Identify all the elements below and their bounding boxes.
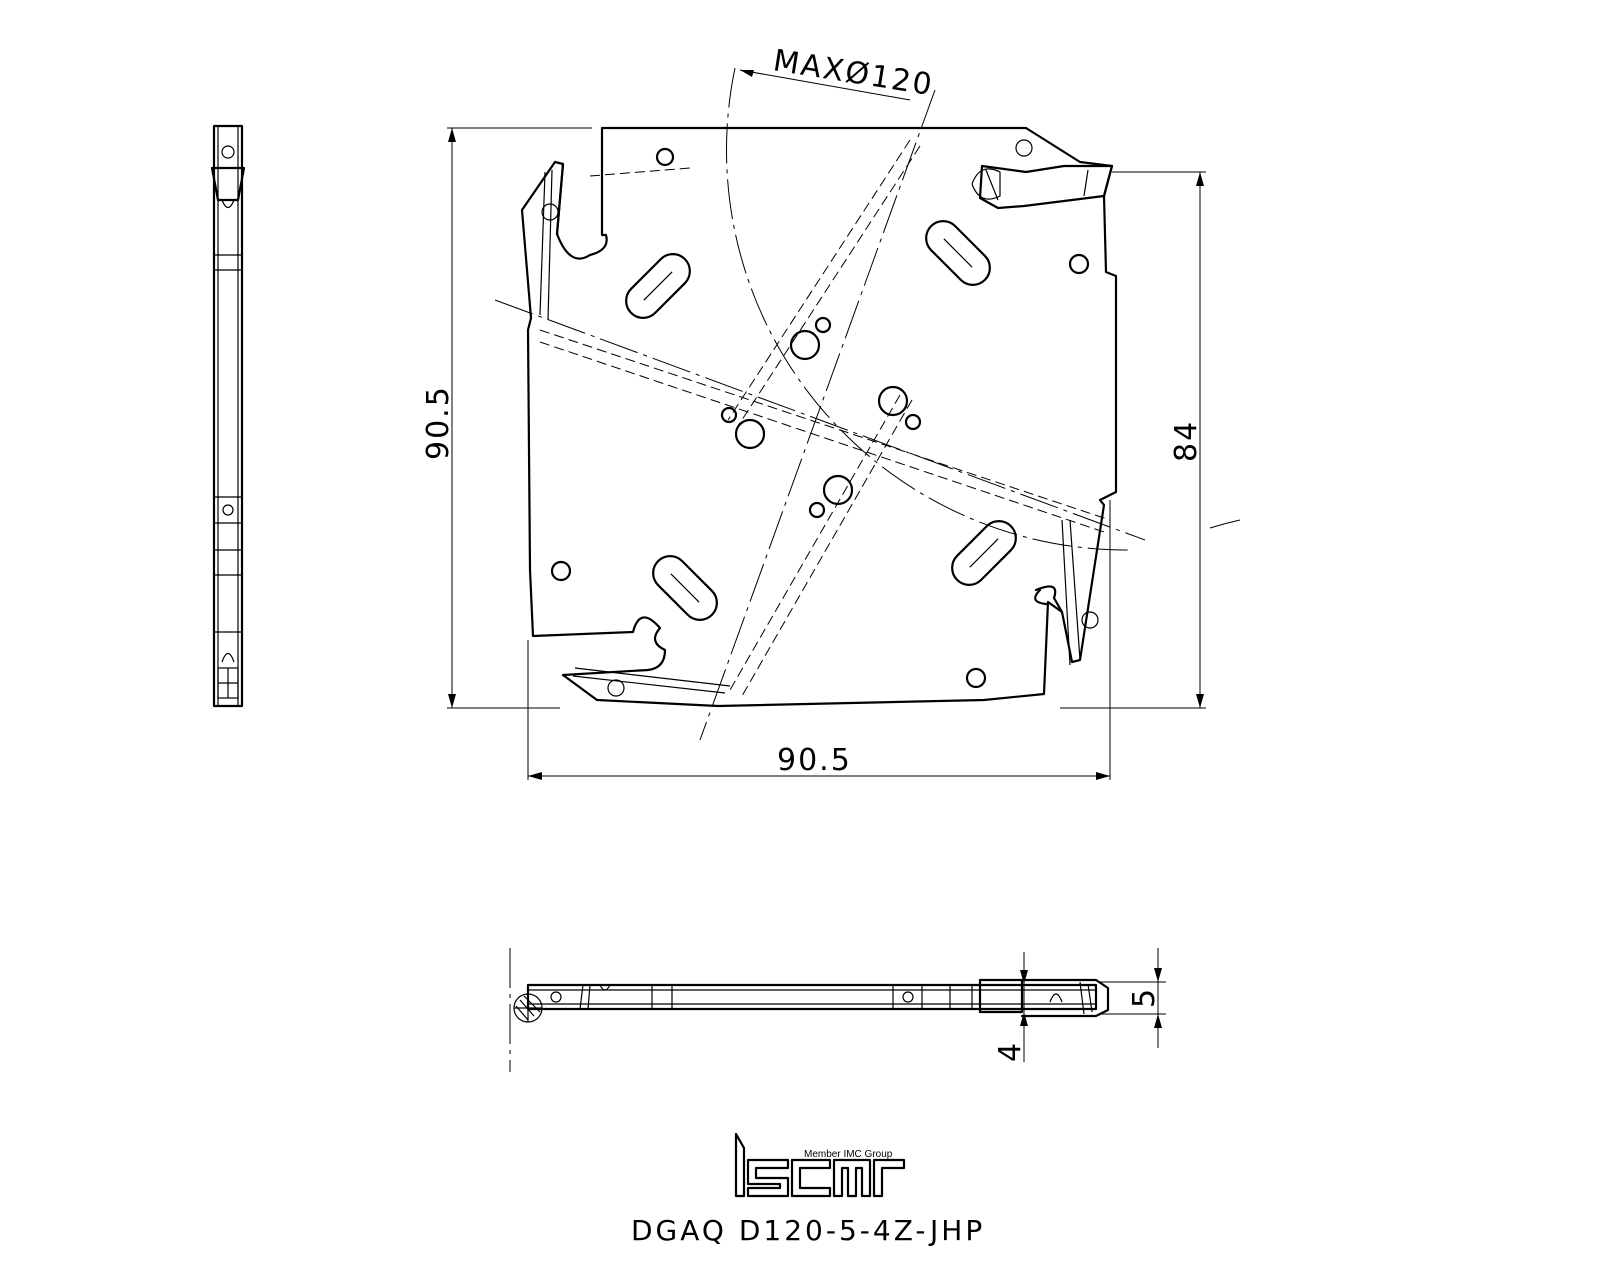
coolant-channel (741, 399, 913, 697)
coolant-channel (729, 394, 901, 691)
blade-outline (520, 126, 1118, 708)
height-dimension-label: 90.5 (421, 385, 456, 460)
coolant-channel (539, 329, 1111, 521)
dimension-right (1060, 171, 1206, 709)
right-dimension-label: 84 (1169, 420, 1204, 462)
insert-top-view: 5 4 (509, 948, 1166, 1072)
thickness-dimension-label: 5 (1127, 987, 1162, 1008)
dimension-bottom (527, 500, 1111, 780)
iscar-logo: Member IMC Group (734, 1132, 906, 1198)
left-side-view (210, 124, 246, 708)
coolant-channel (727, 139, 911, 421)
coolant-channel (737, 145, 921, 427)
insert-front-view: MAXØ120 90.5 84 90.5 (421, 43, 1241, 780)
max-diameter-arc (726, 67, 1131, 551)
dimension-left (447, 127, 592, 709)
blade-width-dimension-label: 4 (993, 1041, 1028, 1062)
max-diameter-label: MAXØ120 (771, 43, 936, 103)
logo-tagline: Member IMC Group (804, 1149, 893, 1160)
coolant-channel (539, 341, 1105, 533)
product-code: DGAQ D120-5-4Z-JHP (631, 1214, 985, 1247)
width-dimension-label: 90.5 (777, 743, 852, 778)
dimension-max-diameter (739, 69, 911, 101)
